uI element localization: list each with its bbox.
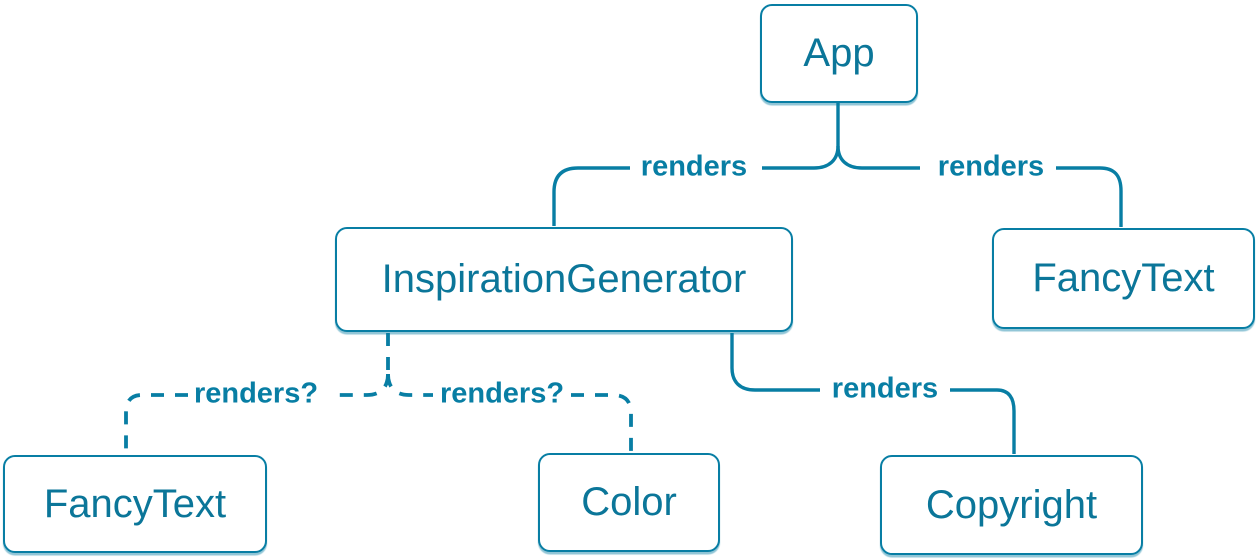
edge-app-inspirationgenerator-left-segment	[552, 166, 630, 226]
edge-inspirationgenerator-color-left-segment	[386, 373, 433, 397]
edge-inspirationgenerator-fancytext-left-segment	[124, 393, 188, 454]
edge-label-inspirationgenerator-copyright: renders	[831, 372, 939, 405]
node-fancy-text-bottom: FancyText	[3, 455, 267, 553]
edge-inspirationgenerator-fancytext-right-segment	[331, 373, 390, 397]
node-fancy-text-top: FancyText	[992, 228, 1255, 329]
edge-app-fancytext-left-segment	[836, 145, 920, 170]
edge-inspirationgenerator-copyright-left-segment	[730, 333, 820, 392]
edge-inspirationgenerator-copyright-right-segment	[950, 388, 1016, 454]
edge-label-app-fancytext: renders	[937, 150, 1045, 183]
node-app: App	[760, 4, 918, 103]
node-inspiration-generator: InspirationGenerator	[335, 227, 793, 332]
edge-label-inspirationgenerator-fancytext: renders?	[193, 377, 319, 410]
edge-inspirationgenerator-color-right-segment	[571, 393, 633, 452]
node-copyright: Copyright	[880, 455, 1143, 555]
node-color: Color	[538, 453, 720, 552]
edge-app-fancytext-right-segment	[1056, 166, 1123, 227]
edge-label-inspirationgenerator-color: renders?	[439, 377, 565, 410]
edge-app-inspirationgenerator-right-segment	[762, 145, 840, 170]
edge-label-app-inspirationgenerator: renders	[640, 150, 748, 183]
